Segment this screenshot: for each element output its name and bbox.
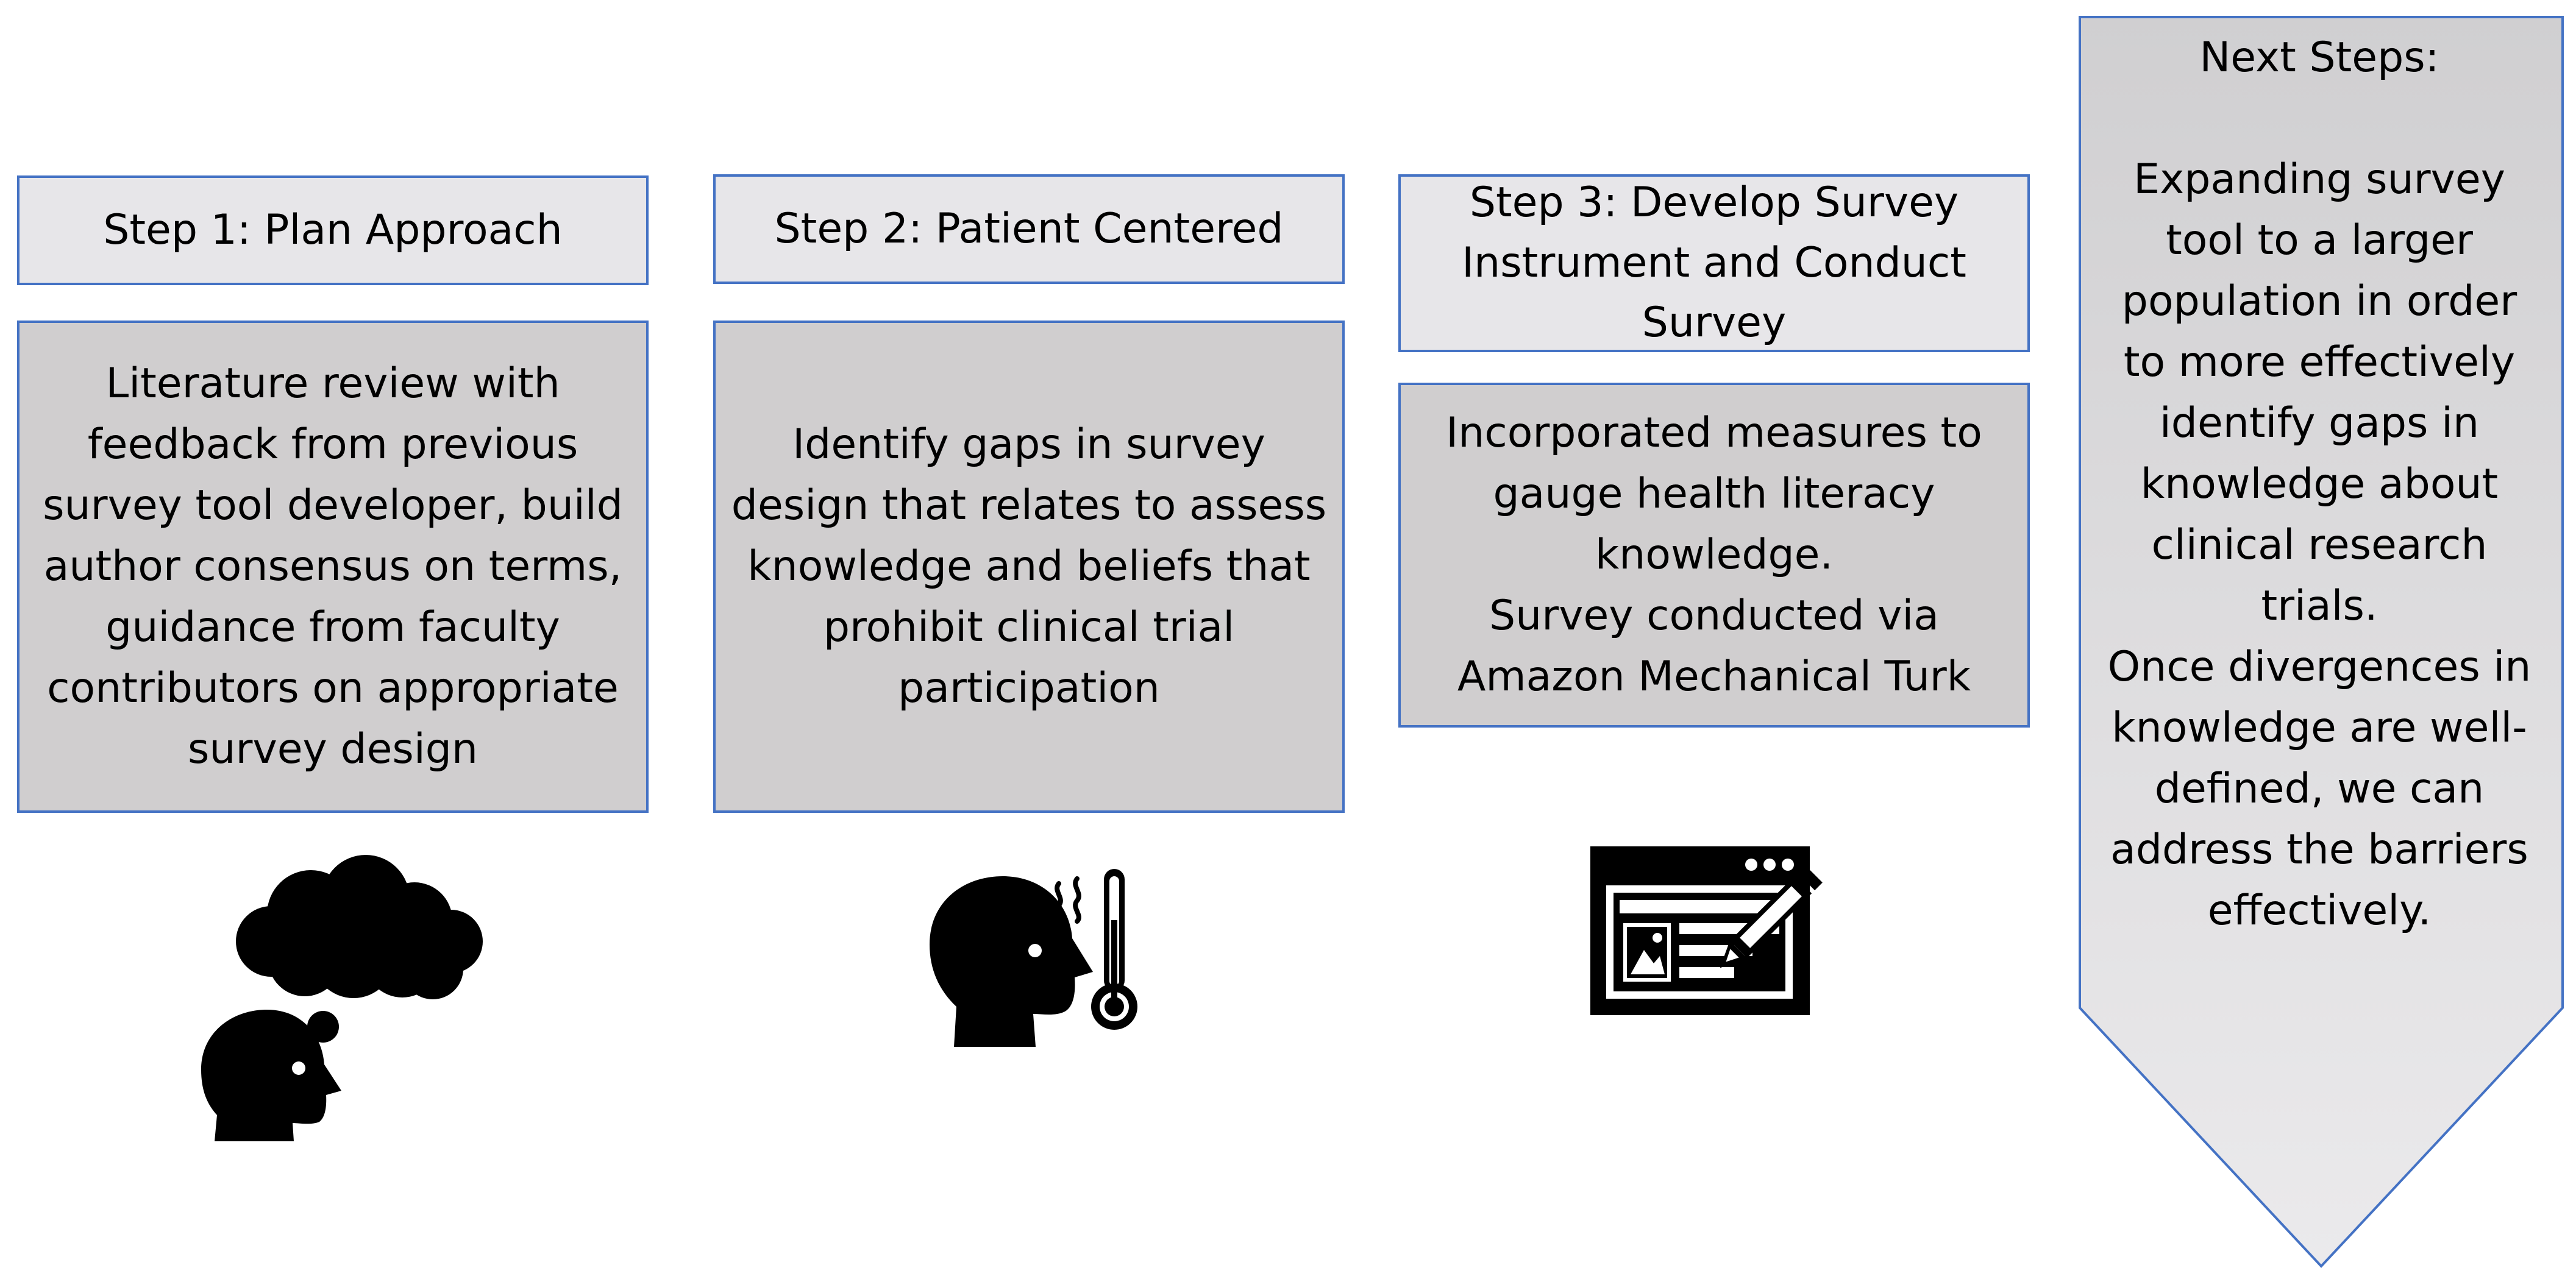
step-3-description: Incorporated measures to gauge health li… xyxy=(1446,403,1982,707)
step-2-description-line: knowledge and beliefs that xyxy=(747,542,1311,591)
step-1-description-line: survey tool developer, build xyxy=(43,481,623,530)
next-steps-line: to more effectively xyxy=(2123,338,2516,386)
step-3-description-box: Incorporated measures to gauge health li… xyxy=(1398,383,2030,728)
step-1-description-line: contributors on appropriate xyxy=(47,664,619,712)
next-steps-line: defined, we can xyxy=(2154,765,2485,813)
step-1-title: Step 1: Plan Approach xyxy=(103,201,563,260)
next-steps-arrow xyxy=(2079,16,2564,1268)
next-steps-text: Next Steps: Expanding survey tool to a l… xyxy=(2085,27,2554,941)
thinking-head-cloud-icon xyxy=(201,855,483,1141)
step-3-title-line: Instrument and Conduct xyxy=(1462,238,1966,287)
step-3-description-line: Incorporated measures to xyxy=(1446,409,1982,458)
step-1-description-line: author consensus on terms, xyxy=(43,542,622,591)
step-3-description-line: gauge health literacy xyxy=(1493,470,1935,519)
next-steps-line: Once divergences in xyxy=(2107,643,2532,691)
step-1-description-line: guidance from faculty xyxy=(105,603,560,651)
next-steps-line: knowledge are well- xyxy=(2112,704,2527,752)
step-2-description-line: participation xyxy=(898,664,1160,712)
step-2-title-line: Step 2: Patient Centered xyxy=(774,204,1284,253)
next-steps-line: trials. xyxy=(2261,582,2378,630)
step-1-title-box: Step 1: Plan Approach xyxy=(17,175,649,285)
step-1-title-line: Step 1: Plan Approach xyxy=(103,205,563,254)
step-2-description-line: design that relates to assess xyxy=(731,481,1327,530)
next-steps-heading: Next Steps: xyxy=(2199,34,2439,82)
step-3-title: Step 3: Develop Survey Instrument and Co… xyxy=(1462,173,1966,353)
step-2-title-box: Step 2: Patient Centered xyxy=(713,174,1345,284)
step-1-description-line: survey design xyxy=(188,725,478,773)
step-1-description-line: feedback from previous xyxy=(87,420,578,469)
web-form-pencil-icon xyxy=(1590,846,1823,1015)
step-1-description: Literature review with feedback from pre… xyxy=(43,353,623,780)
step-3-description-line: knowledge. xyxy=(1595,531,1834,579)
step-1-description-box: Literature review with feedback from pre… xyxy=(17,321,649,813)
step-3-description-line: Survey conducted via xyxy=(1489,591,1939,640)
step-2-description-line: prohibit clinical trial xyxy=(823,603,1235,651)
next-steps-line: population in order xyxy=(2121,277,2517,325)
next-steps-line: tool to a larger xyxy=(2166,216,2473,264)
step-3-description-line: Amazon Mechanical Turk xyxy=(1457,652,1971,701)
step-2-title: Step 2: Patient Centered xyxy=(775,200,1284,259)
next-steps-line: address the barriers xyxy=(2110,826,2528,874)
head-with-thermometer-icon xyxy=(930,869,1137,1047)
step-3-title-line: Step 3: Develop Survey xyxy=(1469,179,1959,227)
next-steps-line: effectively. xyxy=(2207,887,2432,935)
next-steps-line: Expanding survey xyxy=(2133,155,2505,204)
step-1-description-line: Literature review with xyxy=(105,360,560,408)
next-steps-line: knowledge about xyxy=(2140,460,2499,508)
next-steps-line: clinical research xyxy=(2151,521,2488,569)
step-3-title-line: Survey xyxy=(1642,299,1787,347)
step-2-description-box: Identify gaps in survey design that rela… xyxy=(713,321,1345,813)
step-2-description: Identify gaps in survey design that rela… xyxy=(731,414,1326,719)
next-steps-line: identify gaps in xyxy=(2159,399,2480,447)
step-3-title-box: Step 3: Develop Survey Instrument and Co… xyxy=(1398,174,2030,352)
step-2-description-line: Identify gaps in survey xyxy=(792,420,1265,469)
